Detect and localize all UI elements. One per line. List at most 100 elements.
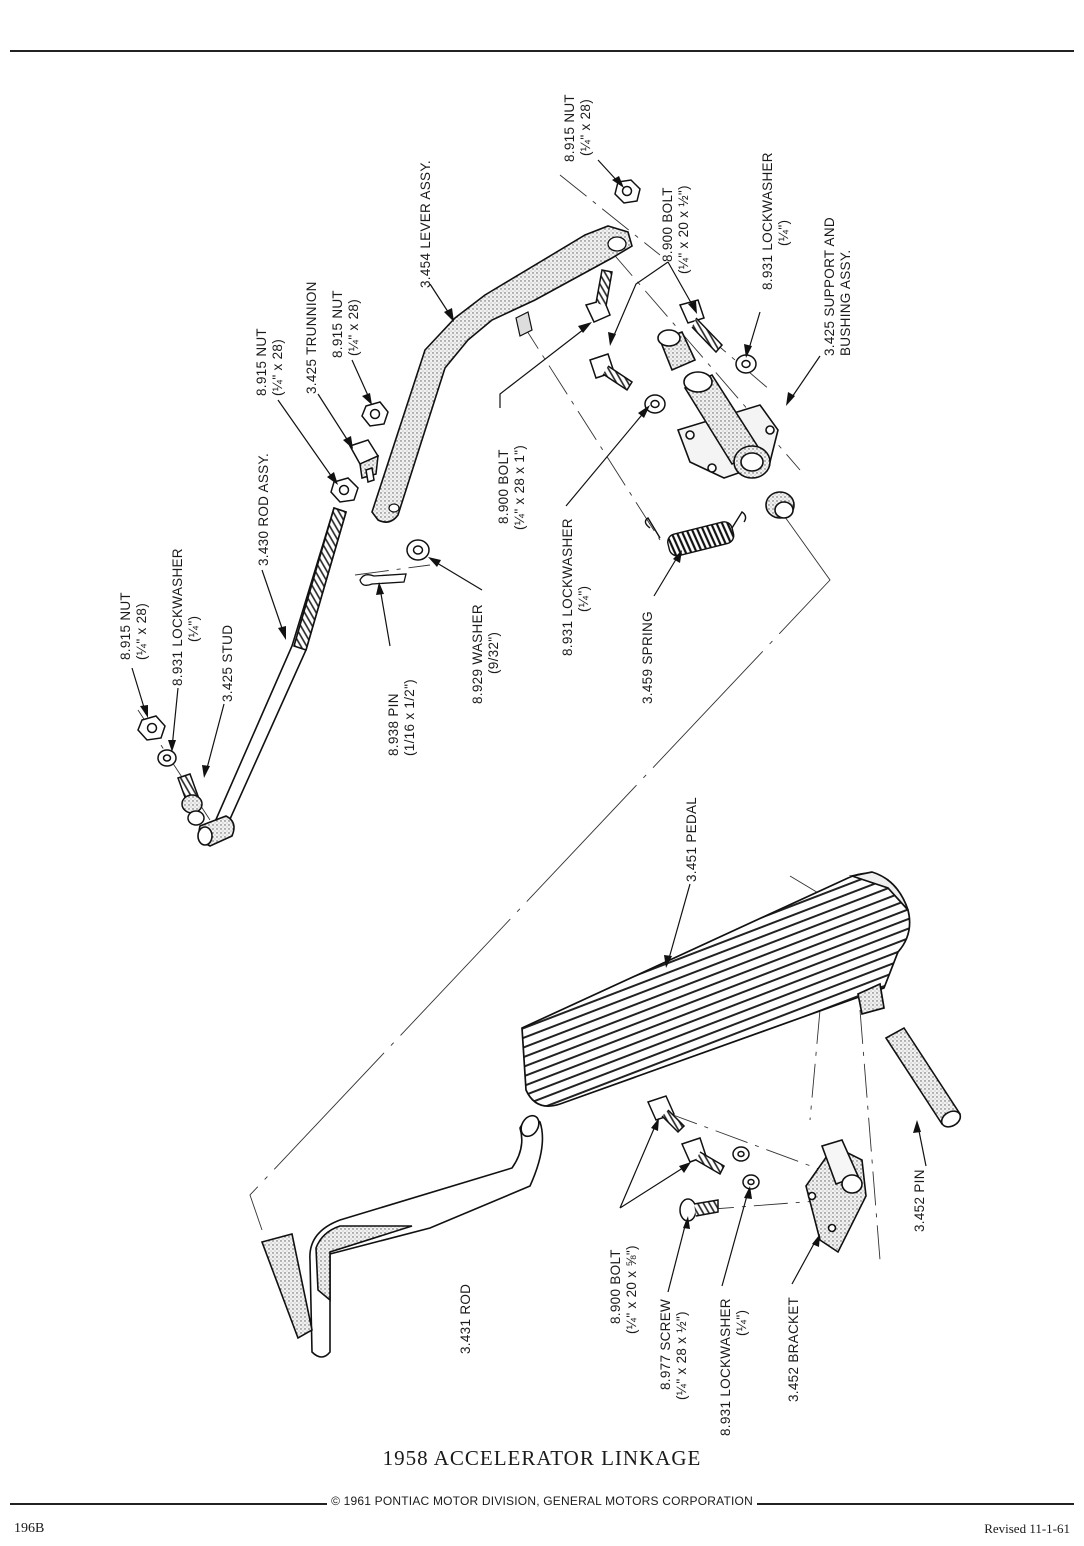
label-washer: 8.929 WASHER (9/32") bbox=[470, 600, 501, 704]
leader-rod-assy bbox=[261, 569, 285, 635]
trunnion bbox=[348, 439, 380, 483]
arrow-bolt-lower-b bbox=[679, 1162, 691, 1173]
centerlines bbox=[137, 174, 881, 1261]
arrow-lockwasher-left bbox=[168, 740, 176, 752]
arrow-stud bbox=[202, 765, 210, 778]
arrow-lockwasher-lower bbox=[744, 1186, 752, 1199]
leader-support bbox=[789, 355, 821, 401]
nut-left bbox=[137, 715, 166, 741]
lockwasher-left bbox=[157, 749, 177, 767]
arrow-pin-small bbox=[376, 582, 384, 595]
centerline-pin-small bbox=[354, 564, 431, 576]
arrow-bolt-top-a bbox=[608, 332, 616, 346]
label-lockwasher-left: 8.931 LOCKWASHER (¼") bbox=[170, 544, 201, 686]
pedal bbox=[521, 871, 911, 1107]
leader-nut-mid1 bbox=[277, 399, 335, 481]
label-lockwasher-mid: 8.931 LOCKWASHER (¼") bbox=[560, 514, 591, 656]
pedal-bracket bbox=[805, 1139, 867, 1254]
nut-trunnion-upper bbox=[361, 401, 389, 427]
lower-rod bbox=[260, 1114, 544, 1358]
lockwasher-lower-upper bbox=[732, 1146, 750, 1162]
label-trunnion: 3.425 TRUNNION bbox=[304, 281, 319, 394]
top-rule bbox=[10, 50, 1074, 52]
leader-pedal bbox=[667, 883, 691, 963]
centerline-screw bbox=[699, 1199, 831, 1211]
label-lockwasher-lower: 8.931 LOCKWASHER (¼") bbox=[718, 1294, 749, 1436]
leader-stud bbox=[205, 703, 225, 773]
arrow-nut-left bbox=[140, 705, 148, 718]
label-lever-assy: 3.454 LEVER ASSY. bbox=[418, 160, 433, 288]
return-spring bbox=[644, 511, 747, 557]
arrow-lockwasher-top bbox=[744, 344, 752, 358]
nut-rod bbox=[330, 477, 359, 503]
leader-pin-lower bbox=[917, 1125, 927, 1167]
label-bolt-top: 8.900 BOLT (¼" x 20 x ½") bbox=[660, 183, 691, 274]
arrow-pedal bbox=[664, 955, 672, 968]
copyright-text: © 1961 PONTIAC MOTOR DIVISION, GENERAL M… bbox=[327, 1494, 757, 1508]
leader-nut-mid2 bbox=[351, 359, 371, 401]
arrow-bolt-top-b bbox=[688, 301, 697, 314]
centerline-nut-top bbox=[559, 174, 661, 256]
label-bolt-lower: 8.900 BOLT (¼" x 20 x ⅝") bbox=[608, 1245, 639, 1334]
lockwasher-upper-right bbox=[735, 354, 757, 374]
support-bushing-assembly bbox=[657, 329, 795, 519]
centerline-spring bbox=[519, 319, 661, 541]
label-nut-mid2: 8.915 NUT (¼" x 28) bbox=[330, 286, 361, 358]
label-bolt-mid: 8.900 BOLT (¼" x 28 x 1") bbox=[496, 445, 527, 530]
leader-lines bbox=[131, 159, 927, 1293]
pedal-pin bbox=[884, 1026, 962, 1128]
leader-screw bbox=[667, 1221, 687, 1293]
arrow-lever bbox=[444, 308, 454, 322]
screw-lower bbox=[679, 1198, 719, 1222]
lockwasher-lower-lower bbox=[742, 1174, 760, 1190]
leader-bolt-mid bbox=[499, 325, 589, 408]
label-nut-left: 8.915 NUT (¼" x 28) bbox=[118, 588, 149, 660]
arrow-lockwasher-mid bbox=[638, 405, 650, 418]
label-bracket: 3.452 BRACKET bbox=[786, 1297, 801, 1402]
arrow-bolt-lower-a bbox=[651, 1118, 659, 1131]
label-pin-lower: 3.452 PIN bbox=[912, 1169, 927, 1232]
bolt-right-upper bbox=[678, 299, 724, 354]
label-lockwasher-top: 8.931 LOCKWASHER (¼") bbox=[760, 148, 791, 290]
leader-trunnion bbox=[317, 393, 351, 445]
arrow-rod-assy bbox=[278, 626, 286, 640]
lockwasher-upper-mid bbox=[644, 394, 666, 414]
rod-assembly bbox=[197, 506, 347, 847]
label-nut-mid1: 8.915 NUT (¼" x 28) bbox=[254, 324, 285, 396]
arrow-spring bbox=[673, 550, 682, 563]
leader-bracket bbox=[791, 1239, 817, 1285]
arrow-nut-mid2 bbox=[362, 393, 372, 405]
diagram-title: 1958 ACCELERATOR LINKAGE bbox=[382, 1446, 702, 1470]
bolt-lower-upper bbox=[646, 1095, 686, 1134]
label-support-bushing: 3.425 SUPPORT AND BUSHING ASSY. bbox=[822, 213, 853, 356]
arrow-nut-mid1 bbox=[327, 472, 338, 485]
centerline-pedal bbox=[789, 875, 831, 901]
page-number: 196B bbox=[14, 1521, 45, 1536]
bolt-lower-middle bbox=[680, 1137, 725, 1176]
arrow-pin-lower bbox=[913, 1120, 921, 1133]
arrow-trunnion bbox=[343, 436, 353, 449]
arrow-bolt-mid bbox=[578, 322, 592, 333]
label-nut-top: 8.915 NUT (¼" x 28) bbox=[562, 90, 593, 162]
leader-spring bbox=[653, 555, 679, 597]
stud bbox=[177, 773, 205, 826]
arrow-support bbox=[786, 392, 795, 406]
label-spring: 3.459 SPRING bbox=[640, 611, 655, 704]
bolt-support-left bbox=[589, 353, 634, 392]
label-pin-small: 8.938 PIN (1/16 x 1/2") bbox=[386, 679, 417, 756]
label-rod-lower: 3.431 ROD bbox=[458, 1284, 473, 1354]
arrow-washer bbox=[428, 557, 441, 567]
linkage-path bbox=[249, 509, 831, 1231]
revision-date: Revised 11-1-61 bbox=[984, 1521, 1070, 1536]
washer bbox=[406, 539, 430, 561]
centerline-pin-lower bbox=[859, 1009, 881, 1261]
leader-lockwasher-top bbox=[747, 311, 761, 353]
leader-washer bbox=[431, 559, 483, 591]
lever-assembly bbox=[371, 225, 633, 523]
bolt-lever-left bbox=[584, 269, 613, 323]
leader-lockwasher-lower bbox=[721, 1191, 749, 1287]
leader-bolt-top bbox=[611, 261, 695, 341]
label-screw: 8.977 SCREW (¼" x 28 x ½") bbox=[658, 1295, 689, 1400]
label-pedal: 3.451 PEDAL bbox=[684, 797, 699, 882]
